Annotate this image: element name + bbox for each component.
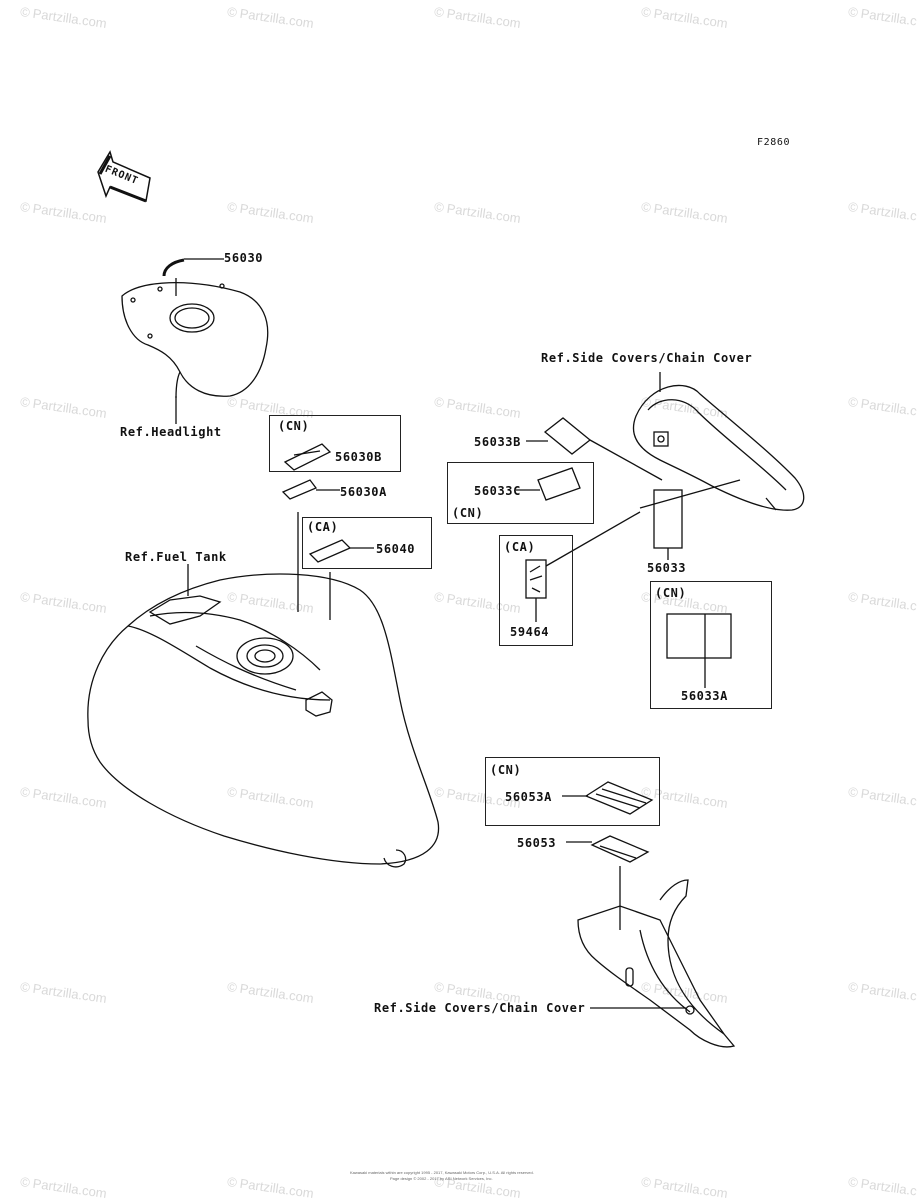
- part-56053A-label: 56053A: [505, 790, 552, 804]
- decal-56033A-drawing: [666, 613, 732, 688]
- decal-56053A-drawing: [562, 781, 654, 815]
- decal-56033-drawing: [545, 489, 683, 567]
- fuel-tank-drawing: [87, 512, 440, 868]
- front-arrow-icon: [97, 150, 151, 203]
- side-cover-top-drawing: [632, 372, 805, 511]
- region-box-ca-59464: [499, 535, 573, 646]
- decal-56030B-drawing: [283, 443, 332, 471]
- figure-code: F2860: [757, 137, 791, 148]
- part-56033B-label: 56033B: [474, 435, 521, 449]
- decal-59464-drawing: [525, 559, 547, 622]
- region-tag-cn-56053A: (CN): [490, 763, 522, 777]
- region-box-cn-56033A: [650, 581, 772, 709]
- decal-56053-drawing: [566, 835, 650, 930]
- decal-56033B-drawing: [526, 417, 663, 481]
- region-tag-cn-56033A: (CN): [655, 586, 687, 600]
- part-56033-label: 56033: [647, 561, 687, 575]
- part-56033C-label: 56033C: [474, 484, 521, 498]
- decal-56030A-drawing: [281, 479, 340, 500]
- part-56040-label: 56040: [376, 542, 416, 556]
- part-59464-label: 59464: [510, 625, 550, 639]
- region-tag-ca-59464: (CA): [504, 540, 536, 554]
- region-tag-cn-56033C: (CN): [452, 506, 484, 520]
- region-tag-cn-56030B: (CN): [278, 419, 310, 433]
- region-tag-ca-56040: (CA): [307, 520, 339, 534]
- copyright-line-1: Kawasaki materials within are copyright …: [350, 1170, 534, 1175]
- side-cover-bottom-drawing: [577, 879, 736, 1048]
- region-box-ca-56040: [302, 517, 432, 569]
- decal-56033C-drawing: [516, 467, 741, 509]
- decal-56040-drawing: [308, 539, 374, 563]
- ref-side-covers-top-label: Ref.Side Covers/Chain Cover: [541, 351, 753, 365]
- region-box-cn-56053A: [485, 757, 660, 826]
- headlight-housing-drawing: [121, 258, 269, 424]
- copyright-line-2: Page design © 2002 - 2017 by ARI Network…: [390, 1176, 493, 1181]
- part-56053-label: 56053: [517, 836, 557, 850]
- region-box-cn-56030B: [269, 415, 401, 472]
- ref-headlight-label: Ref.Headlight: [120, 425, 222, 439]
- part-56033A-label: 56033A: [681, 689, 728, 703]
- part-56030-label: 56030: [224, 251, 264, 265]
- ref-side-covers-bottom-label: Ref.Side Covers/Chain Cover: [374, 1001, 586, 1015]
- region-box-cn-56033C: [447, 462, 594, 524]
- ref-fuel-tank-label: Ref.Fuel Tank: [125, 550, 227, 564]
- part-56030B-label: 56030B: [335, 450, 382, 464]
- part-56030A-label: 56030A: [340, 485, 387, 499]
